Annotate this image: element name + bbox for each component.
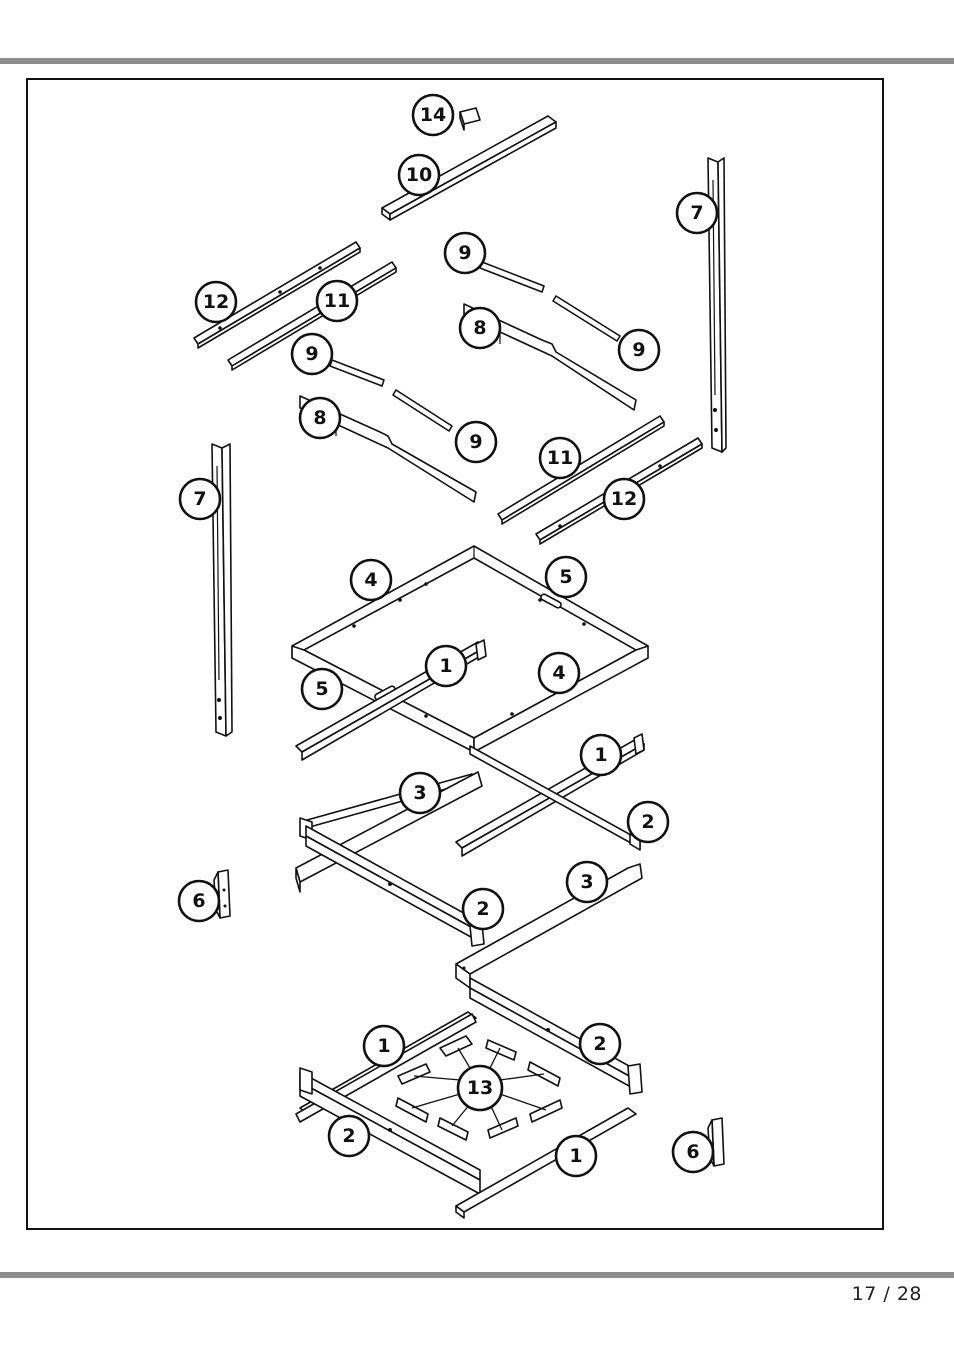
callout-3-a: 3	[398, 771, 442, 815]
callout-11-a: 11	[315, 279, 359, 323]
callout-1-a: 1	[424, 644, 468, 688]
svg-text:5: 5	[559, 566, 572, 588]
svg-text:6: 6	[686, 1141, 699, 1163]
part-9-strut-b	[552, 295, 621, 342]
svg-text:11: 11	[547, 447, 573, 469]
svg-text:1: 1	[594, 744, 607, 766]
callout-8-b: 8	[298, 396, 342, 440]
svg-text:9: 9	[632, 339, 645, 361]
svg-text:10: 10	[406, 164, 432, 186]
svg-text:5: 5	[315, 678, 328, 700]
svg-text:2: 2	[342, 1125, 355, 1147]
svg-text:1: 1	[377, 1035, 390, 1057]
callout-8-a: 8	[458, 306, 502, 350]
callout-13: 13	[456, 1064, 504, 1112]
callout-4-b: 4	[537, 651, 581, 695]
svg-text:6: 6	[192, 890, 205, 912]
callout-14: 14	[411, 93, 455, 137]
part-9-strut-c	[329, 359, 385, 387]
callout-9-c: 9	[290, 332, 334, 376]
svg-text:1: 1	[439, 655, 452, 677]
svg-text:14: 14	[420, 104, 446, 126]
callout-3-b: 3	[565, 860, 609, 904]
callout-4-a: 4	[349, 558, 393, 602]
svg-text:13: 13	[467, 1077, 493, 1099]
part-11-rail-lower-right	[497, 415, 665, 525]
callout-12-b: 12	[602, 477, 646, 521]
part-1-rail-bottom-right	[455, 1107, 637, 1219]
page-number: 17 / 28	[851, 1283, 922, 1305]
part-2-rail-upper-right	[469, 745, 641, 851]
callout-9-b: 9	[617, 328, 661, 372]
callout-2-a: 2	[626, 800, 670, 844]
svg-text:12: 12	[611, 488, 637, 510]
svg-text:4: 4	[364, 569, 377, 591]
svg-text:9: 9	[305, 343, 318, 365]
callout-9-a: 9	[443, 231, 487, 275]
callout-10: 10	[397, 153, 441, 197]
svg-text:3: 3	[413, 782, 426, 804]
svg-text:2: 2	[593, 1033, 606, 1055]
part-9-strut-a	[479, 261, 545, 293]
svg-text:8: 8	[473, 317, 486, 339]
svg-text:12: 12	[203, 291, 229, 313]
bottom-divider	[0, 1272, 954, 1278]
part-12-rail-upper-left	[193, 241, 361, 349]
part-9-strut-d	[392, 389, 453, 432]
callout-7-right: 7	[675, 191, 719, 235]
svg-text:4: 4	[552, 662, 565, 684]
part-14-connector	[459, 107, 481, 131]
svg-text:1: 1	[569, 1145, 582, 1167]
callout-9-d: 9	[454, 420, 498, 464]
svg-text:2: 2	[641, 811, 654, 833]
svg-text:2: 2	[476, 898, 489, 920]
callout-7-left: 7	[178, 477, 222, 521]
callout-11-b: 11	[538, 436, 582, 480]
top-divider	[0, 58, 954, 64]
part-7-upright-left	[211, 443, 233, 737]
callout-5-a: 5	[544, 555, 588, 599]
svg-text:7: 7	[690, 202, 703, 224]
callout-6-left: 6	[177, 879, 221, 923]
svg-text:7: 7	[193, 488, 206, 510]
part-13-leaders	[411, 1047, 547, 1131]
svg-text:8: 8	[313, 407, 326, 429]
part-2-rail-middle	[305, 825, 485, 947]
callout-1-d: 1	[554, 1134, 598, 1178]
diagram-frame	[26, 78, 884, 1230]
svg-text:3: 3	[580, 871, 593, 893]
svg-text:11: 11	[324, 290, 350, 312]
callout-2-c: 2	[578, 1022, 622, 1066]
callout-6-right: 6	[671, 1130, 715, 1174]
callout-2-b: 2	[461, 887, 505, 931]
svg-text:9: 9	[469, 431, 482, 453]
callout-12-a: 12	[194, 280, 238, 324]
svg-text:9: 9	[458, 242, 471, 264]
callout-1-c: 1	[362, 1024, 406, 1068]
callout-2-d: 2	[327, 1114, 371, 1158]
callout-1-b: 1	[579, 733, 623, 777]
callout-5-b: 5	[300, 667, 344, 711]
